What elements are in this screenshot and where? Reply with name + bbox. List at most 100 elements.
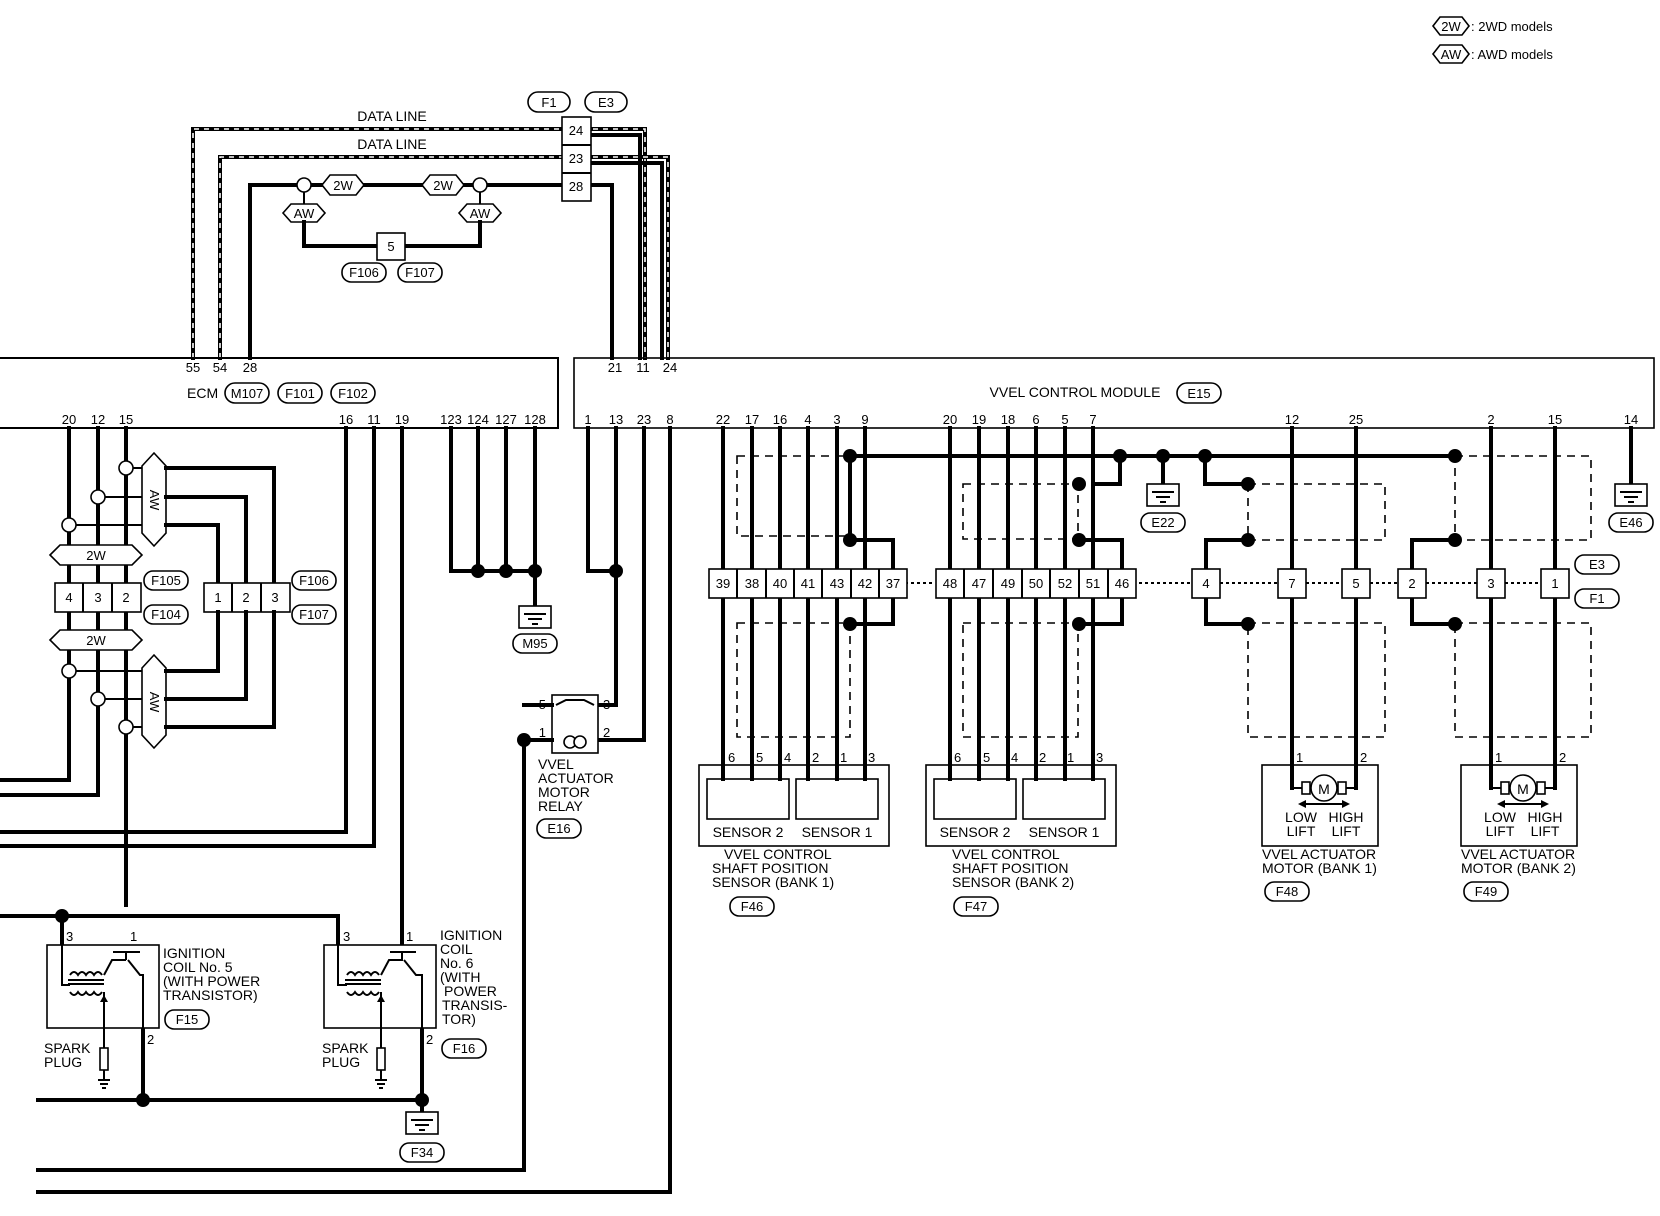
ecm-tag-f101: F101 [285, 386, 315, 401]
mb1-high-1: HIGH [1329, 809, 1364, 825]
vvel-pin-15: 15 [1548, 412, 1562, 427]
vvel-pin-7: 7 [1089, 412, 1096, 427]
coil6-plug-1: SPARK [322, 1040, 369, 1056]
sb1-pin-3: 3 [868, 750, 875, 765]
mb2-high-1: HIGH [1528, 809, 1563, 825]
top-pin-23: 23 [569, 151, 583, 166]
vvel-module-tag: E15 [1187, 386, 1210, 401]
shield-ground-bus: E22 E46 [736, 426, 1654, 738]
sb2-pin-5: 5 [983, 750, 990, 765]
sb2-label-3: SENSOR (BANK 2) [952, 874, 1074, 890]
relay-label-2: ACTUATOR [538, 770, 614, 786]
coil6-plug-2: PLUG [322, 1054, 360, 1070]
mb2-symbol: M [1517, 781, 1529, 797]
motor-bank1: M 1 2 LOW LIFT HIGH LIFT VVEL ACTUATOR M… [1261, 750, 1379, 902]
f104-pin-2: 2 [122, 590, 129, 605]
coil6-pin-1: 1 [406, 929, 413, 944]
inline-pin-5: 5 [1352, 576, 1359, 591]
ecm-pin-12: 12 [91, 412, 105, 427]
mb2-label-1: VVEL ACTUATOR [1461, 846, 1575, 862]
inline-tag-e3: E3 [1589, 557, 1605, 572]
vvel-pin-12: 12 [1285, 412, 1299, 427]
sb2-pin-3: 3 [1096, 750, 1103, 765]
sb2-sensor1: SENSOR 1 [1029, 824, 1100, 840]
vvel-pin-14: 14 [1624, 412, 1638, 427]
vvel-pin-3: 3 [833, 412, 840, 427]
ground-f34-tag: F34 [411, 1145, 433, 1160]
branch-aw-right: AW [470, 206, 491, 221]
mb1-label-2: MOTOR (BANK 1) [1262, 860, 1377, 876]
mb2-low-1: LOW [1484, 809, 1517, 825]
mb2-tag: F49 [1475, 884, 1497, 899]
mb1-label-1: VVEL ACTUATOR [1262, 846, 1376, 862]
sb2-pin-1: 1 [1067, 750, 1074, 765]
tag-f106: F106 [299, 573, 329, 588]
inline-pin-4: 4 [1202, 576, 1209, 591]
vvel-pin-13: 13 [609, 412, 623, 427]
coil6-pin-3: 3 [343, 929, 350, 944]
mb2-high-2: LIFT [1531, 823, 1560, 839]
sb1-pin-2: 2 [812, 750, 819, 765]
inline-pin-52: 52 [1058, 576, 1072, 591]
vvel-pin-9: 9 [861, 412, 868, 427]
jct-tag-f107: F107 [405, 265, 435, 280]
inline-pin-42: 42 [858, 576, 872, 591]
relay-label-3: MOTOR [538, 784, 590, 800]
jct-pin-5: 5 [387, 239, 394, 254]
coil5-plug-1: SPARK [44, 1040, 91, 1056]
top-tag-f1: F1 [541, 95, 556, 110]
ecm-pin-54: 54 [213, 360, 227, 375]
legend-aw-code: AW [1441, 47, 1462, 62]
relay-pin-2: 2 [603, 725, 610, 740]
vvel-pin-8: 8 [666, 412, 673, 427]
ecm-tag-m107: M107 [231, 386, 264, 401]
vvel-pin-19: 19 [972, 412, 986, 427]
data-line-1-label: DATA LINE [357, 108, 427, 124]
sb2-label-2: SHAFT POSITION [952, 860, 1068, 876]
sensor-bank1: 6 5 4 2 1 3 SENSOR 2 SENSOR 1 VVEL CONTR… [698, 750, 890, 917]
inline-pin-37: 37 [886, 576, 900, 591]
mb1-tag: F48 [1276, 884, 1298, 899]
ecm-box: ECM M107 F101 F102 55 54 28 20 12 15 16 … [0, 357, 559, 429]
ecm-label: ECM [187, 385, 218, 401]
legend-2w-text: : 2WD models [1471, 19, 1553, 34]
coil5-label-2: COIL No. 5 [163, 959, 233, 975]
inline-pin-50: 50 [1029, 576, 1043, 591]
coil6-label-1: IGNITION [440, 927, 502, 943]
mb1-pin-2: 2 [1360, 750, 1367, 765]
inline-pin-41: 41 [801, 576, 815, 591]
jct-tag-f106: F106 [349, 265, 379, 280]
ecm-pin-16: 16 [339, 412, 353, 427]
ignition-section [0, 909, 429, 1114]
coil6-label-6: TRANSIS- [442, 997, 508, 1013]
f104-pin-4: 4 [65, 590, 72, 605]
2w-lower-label: 2W [86, 633, 106, 648]
relay-tag: E16 [547, 821, 570, 836]
vvel-pin-1: 1 [584, 412, 591, 427]
vvel-pin-22: 22 [716, 412, 730, 427]
vvel-pin-23: 23 [637, 412, 651, 427]
legend: 2W : 2WD models AW : AWD models [1431, 16, 1553, 64]
ecm-pin-15: 15 [119, 412, 133, 427]
coil6-tag: F16 [453, 1041, 475, 1056]
inline-pin-43: 43 [830, 576, 844, 591]
f104-pin-3: 3 [94, 590, 101, 605]
vvel-pin-2: 2 [1487, 412, 1494, 427]
coil5-label-1: IGNITION [163, 945, 225, 961]
data-line-2-label: DATA LINE [357, 136, 427, 152]
tag-f104: F104 [151, 607, 181, 622]
inline-pin-2: 2 [1408, 576, 1415, 591]
left-connector-section: AW 2W 4 3 2 F105 F104 1 2 3 F106 F107 [0, 426, 542, 947]
f107-pin-1: 1 [214, 590, 221, 605]
inline-pin-1: 1 [1551, 576, 1558, 591]
sb1-sensor2: SENSOR 2 [713, 824, 784, 840]
coil5-pin-3: 3 [66, 929, 73, 944]
sb1-pin-1: 1 [840, 750, 847, 765]
relay-label-4: RELAY [538, 798, 584, 814]
sb2-pin-4: 4 [1011, 750, 1018, 765]
inline-tag-f1: F1 [1589, 591, 1604, 606]
relay-pin-1: 1 [539, 725, 546, 740]
inline-pin-39: 39 [716, 576, 730, 591]
inline-pin-49: 49 [1001, 576, 1015, 591]
